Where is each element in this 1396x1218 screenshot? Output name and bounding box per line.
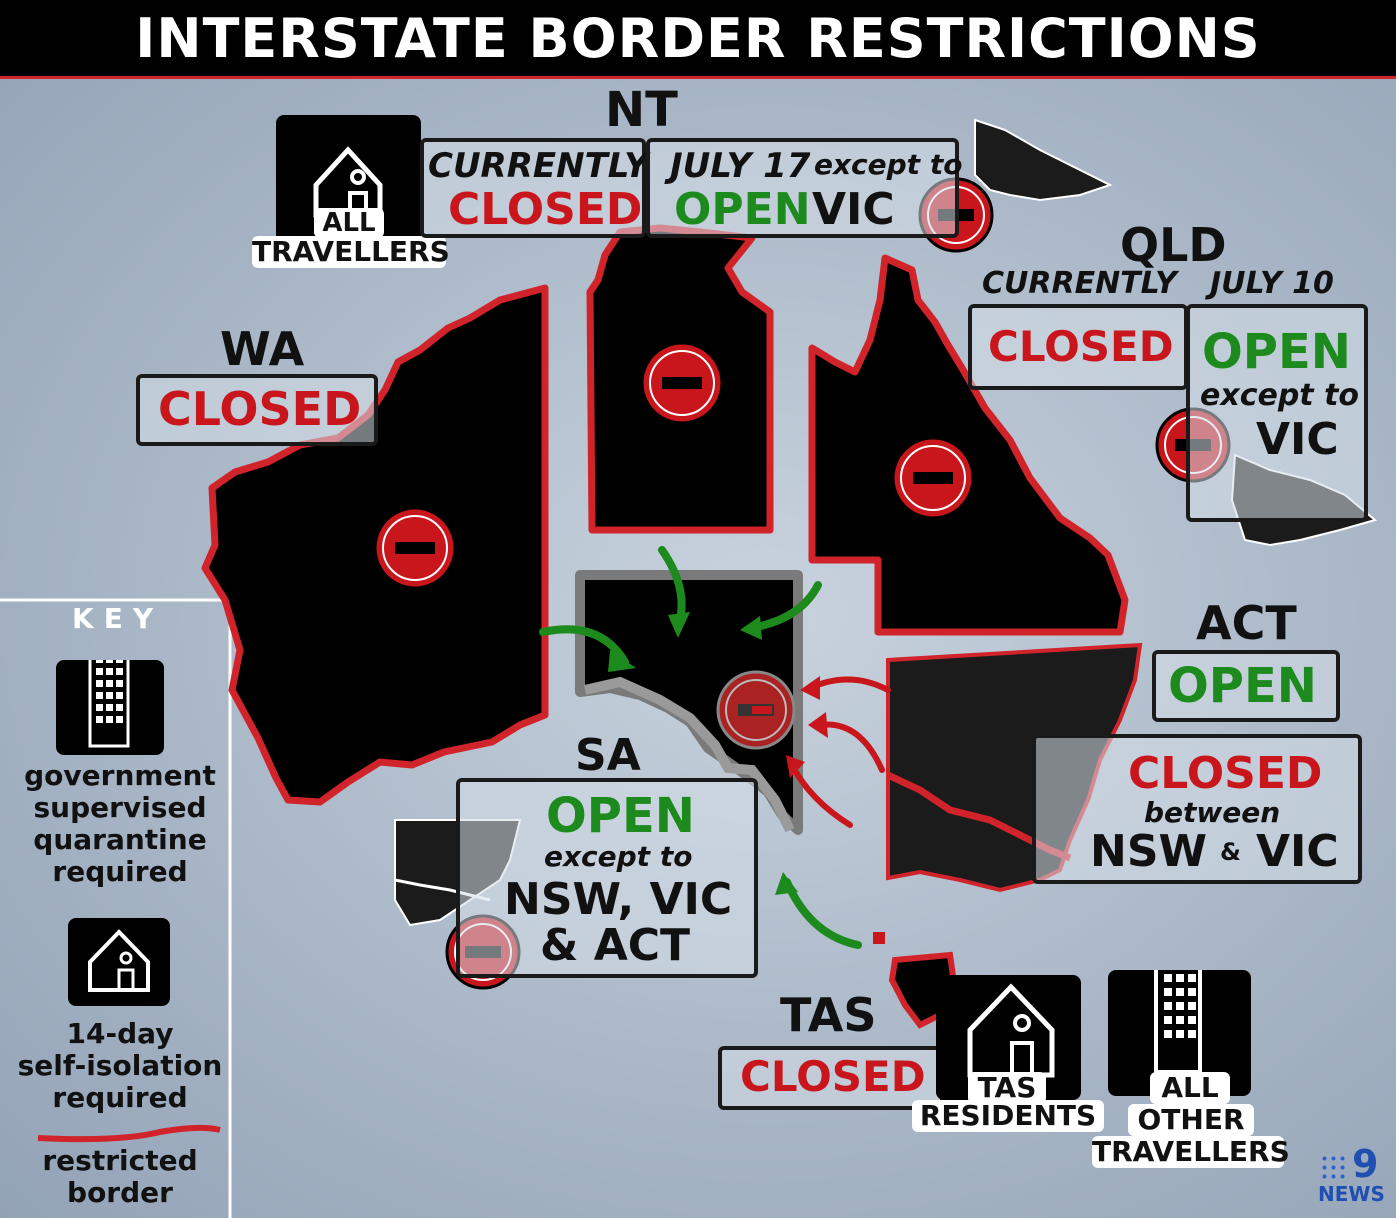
home-person-icon bbox=[967, 983, 1055, 1078]
key-heading: KEY bbox=[72, 602, 164, 635]
tas-residents-caption-1: TAS bbox=[968, 1072, 1046, 1104]
nt-vic-mini-shape bbox=[974, 118, 1113, 202]
nt-except-state: VIC bbox=[812, 184, 895, 235]
nsw-vic-ampersand: & bbox=[1220, 838, 1241, 866]
qld-name: QLD bbox=[1120, 218, 1227, 272]
page-title: INTERSTATE BORDER RESTRICTIONS bbox=[135, 6, 1261, 70]
qld-current-box: CLOSED bbox=[968, 304, 1188, 390]
arrow-vic-to-sa bbox=[789, 762, 853, 828]
nsw-vic-between: between bbox=[1144, 796, 1281, 829]
no-entry-icon-wa bbox=[373, 506, 457, 590]
qld-except-state: VIC bbox=[1256, 414, 1339, 465]
nt-currently-label: CURRENTLY bbox=[428, 146, 649, 186]
no-entry-icon-sa bbox=[716, 670, 796, 750]
act-status: OPEN bbox=[1168, 658, 1317, 714]
nt-future-date: JULY 17 bbox=[670, 146, 811, 186]
qld-currently-label: CURRENTLY bbox=[982, 266, 1177, 301]
logo-numeral: 9 bbox=[1352, 1142, 1379, 1186]
home-person-icon bbox=[88, 929, 150, 992]
sa-except-line1: NSW, VIC bbox=[504, 874, 733, 925]
no-entry-icon-qld bbox=[891, 436, 975, 520]
nsw-vic-box: CLOSED between NSW & VIC bbox=[1032, 734, 1362, 884]
qld-future-status: OPEN bbox=[1202, 324, 1351, 380]
nt-caption-travellers: TRAVELLERS bbox=[252, 235, 450, 268]
wa-name: WA bbox=[220, 322, 305, 376]
key-quarantine-text: government supervised quarantine require… bbox=[0, 760, 240, 888]
arrow-nsw-to-sa-top bbox=[807, 676, 891, 693]
nt-except-to: except to bbox=[814, 148, 963, 181]
key-restricted-border-line bbox=[37, 1124, 221, 1143]
nt-future-status: OPEN bbox=[674, 184, 811, 235]
key-quarantine-line3: quarantine bbox=[33, 823, 207, 856]
qld-current-status: CLOSED bbox=[988, 322, 1174, 371]
act-name: ACT bbox=[1196, 596, 1297, 650]
arrow-tas-to-sa bbox=[783, 878, 862, 949]
nsw-vic-state-b: VIC bbox=[1256, 826, 1339, 877]
key-isolation-text: 14-day self-isolation required bbox=[0, 1018, 240, 1114]
qld-future-box: OPEN except to VIC bbox=[1186, 304, 1368, 522]
tas-residents-caption-2: RESIDENTS bbox=[912, 1100, 1104, 1132]
key-border-text: restricted border bbox=[0, 1145, 240, 1209]
wa-status: CLOSED bbox=[158, 382, 362, 436]
tas-name: TAS bbox=[780, 988, 877, 1042]
qld-except-to: except to bbox=[1200, 378, 1360, 413]
arrow-wa-to-sa bbox=[539, 625, 629, 666]
act-status-box: OPEN bbox=[1152, 650, 1340, 722]
logo-dots-icon bbox=[1320, 1154, 1348, 1180]
nt-current-status: CLOSED bbox=[448, 184, 643, 235]
no-entry-icon-nt bbox=[640, 341, 724, 425]
title-bar: INTERSTATE BORDER RESTRICTIONS bbox=[0, 0, 1396, 79]
nt-caption-all: ALL bbox=[314, 208, 384, 238]
key-quarantine-icon bbox=[56, 660, 164, 755]
nt-name: NT bbox=[605, 82, 678, 138]
nsw-vic-status: CLOSED bbox=[1128, 748, 1323, 799]
logo-text: NEWS bbox=[1318, 1182, 1385, 1206]
hotel-building-icon bbox=[88, 660, 130, 748]
tas-status: CLOSED bbox=[740, 1052, 926, 1101]
key-isolation-line3: required bbox=[52, 1081, 188, 1114]
nine-news-logo: 9 NEWS bbox=[1318, 1142, 1388, 1210]
qld-state-shape bbox=[808, 254, 1129, 636]
sa-status-box: OPEN except to NSW, VIC & ACT bbox=[456, 778, 758, 978]
sa-except-line2: & ACT bbox=[540, 920, 691, 971]
tas-others-caption-2: OTHER bbox=[1128, 1104, 1254, 1136]
key-quarantine-line1: government bbox=[24, 759, 216, 792]
tas-residents-icon bbox=[936, 975, 1081, 1100]
key-border-line1: restricted bbox=[42, 1144, 198, 1177]
arrow-nsw-to-sa-mid bbox=[817, 721, 885, 773]
tas-others-caption-1: ALL bbox=[1150, 1072, 1230, 1104]
key-quarantine-line2: supervised bbox=[33, 791, 207, 824]
sa-status: OPEN bbox=[546, 788, 695, 844]
tas-status-box: CLOSED bbox=[718, 1046, 944, 1110]
key-isolation-icon bbox=[68, 918, 170, 1006]
key-isolation-line1: 14-day bbox=[66, 1017, 174, 1050]
wa-status-box: CLOSED bbox=[136, 374, 378, 446]
key-quarantine-line4: required bbox=[52, 855, 188, 888]
nt-current-box: CURRENTLY CLOSED bbox=[420, 138, 649, 238]
sa-name: SA bbox=[575, 730, 641, 781]
nsw-vic-state-a: NSW bbox=[1090, 826, 1208, 877]
key-isolation-line2: self-isolation bbox=[17, 1049, 223, 1082]
qld-future-date: JULY 10 bbox=[1210, 266, 1334, 301]
tas-others-caption-3: TRAVELLERS bbox=[1092, 1135, 1290, 1168]
sa-except-to: except to bbox=[544, 840, 693, 873]
nt-future-box: JULY 17 except to OPEN VIC bbox=[646, 138, 963, 238]
key-border-line2: border bbox=[67, 1176, 173, 1209]
